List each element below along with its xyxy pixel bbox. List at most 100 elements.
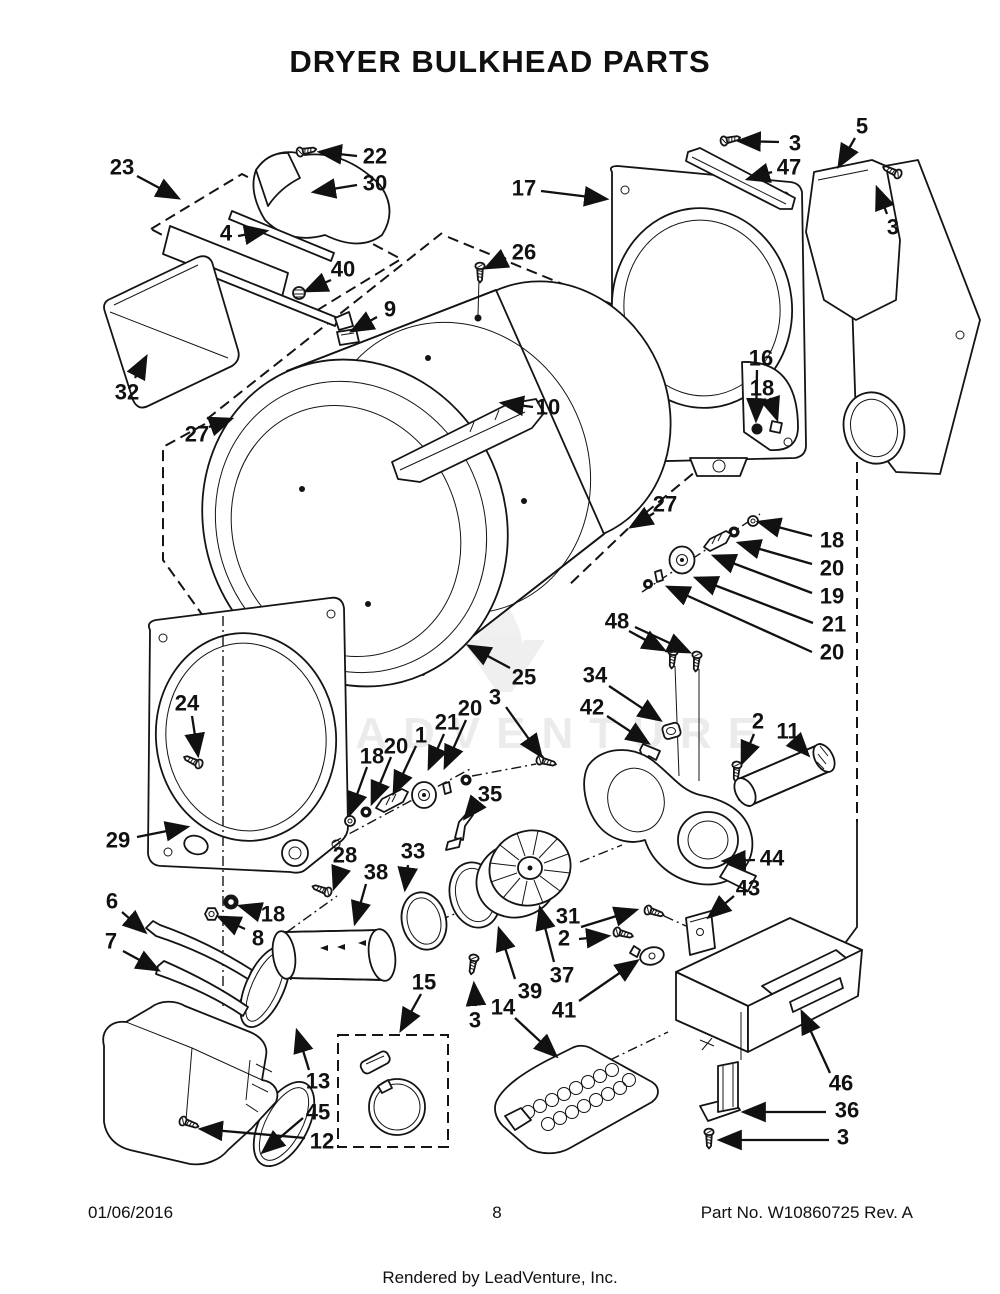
callout-leader-44 [720,849,756,871]
footer-page-number: 8 [492,1203,501,1222]
callout-leader-9 [348,311,378,333]
part-belt-kit-15 [359,1050,426,1136]
callout-leader-37 [535,904,556,963]
callout-42: 42 [580,695,604,720]
callout-leader-48 [628,629,668,652]
callout-2: 2 [752,709,764,734]
callout-leader-25 [465,644,511,670]
callout-leader-41 [578,959,640,1002]
screw-2b [611,925,636,942]
part-nut-8 [204,907,219,921]
part-front-bulkhead-29 [147,596,349,874]
callout-leader-20 [735,539,813,566]
callout-leader-18 [755,517,813,538]
callout-leader-18 [347,766,369,818]
part-blower-wheel-37 [475,829,572,919]
callout-25: 25 [512,665,536,690]
screw-31 [642,903,667,921]
callout-leader-1 [392,745,418,797]
callout-33: 33 [401,839,425,864]
callout-3: 3 [469,1008,481,1033]
callout-20: 20 [458,696,482,721]
part-nut-18 [769,420,783,434]
callout-38: 38 [364,860,388,885]
callout-15: 15 [412,970,436,995]
part-roller-11 [733,743,836,807]
part-seal-ring-33 [400,891,448,951]
callout-30: 30 [363,171,387,196]
callout-leader-46 [800,1008,832,1074]
callout-46: 46 [829,1071,853,1096]
callout-13: 13 [306,1069,330,1094]
callout-leader-6 [121,909,148,935]
callout-3: 3 [789,131,801,156]
footer: 01/06/2016 8 Part No. W10860725 Rev. A R… [88,1203,914,1287]
callout-leader-18 [760,394,780,423]
callout-leader-3 [465,980,487,1007]
page-title: DRYER BULKHEAD PARTS [289,44,710,79]
callout-27: 27 [653,492,677,517]
part-front-roller-assembly [344,774,472,827]
part-bracket-43 [685,910,716,956]
callout-leader-20 [443,719,468,771]
callout-21: 21 [435,710,459,735]
callout-leader-43 [706,895,735,920]
part-perforated-panel-5 [805,159,901,321]
callout-18: 18 [360,744,384,769]
screw-48a [666,647,679,670]
callout-leader-7 [122,949,162,972]
screw-26 [474,261,486,284]
callout-7: 7 [105,929,117,954]
callout-leader-3 [875,184,895,215]
part-clip-9 [336,328,360,346]
callout-20: 20 [820,556,844,581]
callout-39: 39 [518,979,542,1004]
part-seal-7 [155,960,249,1017]
callout-leader-40 [302,272,332,293]
callout-23: 23 [110,155,134,180]
part-grommet-34 [661,721,682,740]
callout-24: 24 [175,691,200,716]
part-heater-housing-46 [675,917,863,1053]
callout-44: 44 [760,846,785,871]
footer-credit: Rendered by LeadVenture, Inc. [382,1268,617,1287]
part-heater-rail-4 [162,210,354,331]
part-clip-40 [292,286,306,300]
callout-leader-42 [606,715,651,745]
callout-48: 48 [605,609,629,634]
callout-31: 31 [556,904,580,929]
callout-18: 18 [750,376,774,401]
callout-leader-39 [495,925,517,980]
callout-leader-14 [514,1017,559,1059]
part-brace-47 [685,147,796,210]
callout-leader-17 [540,186,610,207]
callout-36: 36 [835,1098,859,1123]
callout-3: 3 [837,1125,849,1150]
screw-3-top [718,132,742,148]
callout-leader-13 [293,1027,314,1071]
callout-10: 10 [536,395,560,420]
part-inner-duct-38 [271,928,397,982]
callout-leader-31 [580,906,640,929]
callout-leader-48 [634,625,693,654]
part-bearing-16 [751,423,763,435]
callout-14: 14 [491,995,516,1020]
callout-leader-3 [505,706,544,759]
callout-leader-29 [136,821,191,842]
callout-1: 1 [415,723,427,748]
callout-20: 20 [820,640,844,665]
screw-3-blower [465,952,481,976]
callout-leader-20 [370,756,393,807]
callout-leader-33 [397,864,418,893]
footer-date: 01/06/2016 [88,1203,173,1222]
callout-leader-18 [236,902,264,923]
callout-41: 41 [552,998,576,1023]
callout-3: 3 [489,685,501,710]
callout-leader-27 [206,416,235,437]
callout-leader-23 [136,174,182,200]
belt-kit-box [337,1034,449,1148]
callout-leader-5 [837,137,859,169]
